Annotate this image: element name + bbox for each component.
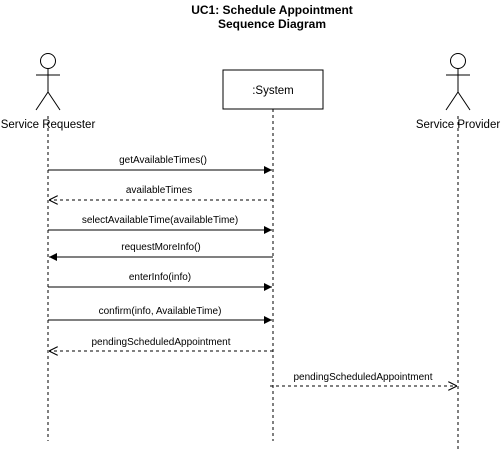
message-7: pendingScheduledAppointment (49, 337, 273, 351)
message-4: requestMoreInfo() (49, 242, 273, 261)
stick-figure-icon (35, 53, 61, 111)
system-label: :System (252, 85, 294, 97)
message-2: availableTimes (49, 185, 273, 200)
message-3: selectAvailableTime(availableTime) (48, 215, 272, 234)
stick-figure-icon (445, 53, 471, 111)
actor-service-provider: Service Provider (416, 53, 500, 131)
message-label: enterInfo(info) (129, 272, 191, 283)
system-box (222, 69, 324, 110)
message-label: pendingScheduledAppointment (294, 372, 433, 383)
message-label: selectAvailableTime(availableTime) (82, 215, 238, 226)
message-label: pendingScheduledAppointment (92, 337, 231, 348)
object-system: :System (222, 69, 324, 110)
message-6: confirm(info, AvailableTime) (48, 306, 272, 324)
message-label: requestMoreInfo() (121, 242, 200, 253)
diagram-title-line1: UC1: Schedule Appointment (191, 3, 353, 17)
diagram-title-line2: Sequence Diagram (218, 17, 326, 31)
message-8: pendingScheduledAppointment (270, 372, 457, 386)
message-5: enterInfo(info) (48, 272, 272, 291)
actor-service-requester: Service Requester (1, 53, 95, 131)
message-label: getAvailableTimes() (119, 155, 207, 166)
message-label: availableTimes (126, 185, 192, 196)
message-1: getAvailableTimes() (48, 155, 272, 174)
message-label: confirm(info, AvailableTime) (99, 306, 222, 317)
